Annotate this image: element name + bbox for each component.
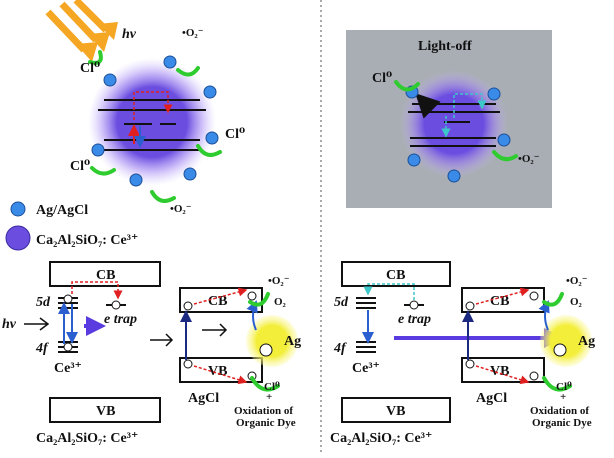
cl0-band-left: Cl⁰ <box>264 381 280 393</box>
ag-glow <box>246 315 298 367</box>
cyan-detrap-arrow <box>453 93 487 118</box>
level-5d-label-r: 5d <box>334 295 349 310</box>
hv-label: hν <box>122 27 137 42</box>
o2-radical-dark-label: •O₂⁻ <box>518 153 540 165</box>
ag-hole <box>259 343 273 357</box>
phosphor-sphere <box>88 58 216 186</box>
level-4f-label: 4f <box>35 341 49 356</box>
bracket-o2-left <box>248 292 270 307</box>
electron-trap-r <box>409 300 419 310</box>
cb-red-arrow-left <box>193 287 248 305</box>
bracket-dark-1 <box>394 80 420 92</box>
bracket-cl-left <box>250 376 280 392</box>
yellow-emit-arrow <box>415 93 441 119</box>
agcl-cb-electron-r <box>247 291 257 301</box>
host-formula-label-r: Ca₂Al₂SiO₇: Ce³⁺ <box>330 431 432 446</box>
cl0-band-right: Cl⁰ <box>556 381 572 393</box>
vb-red-arrow-left <box>193 365 248 385</box>
agcl-cb-label: CB <box>208 294 227 309</box>
level-5d-label: 5d <box>36 295 51 310</box>
host-vb-label: VB <box>96 404 115 419</box>
o2-radical-band-right: •O₂⁻ <box>566 275 588 287</box>
electron-5d <box>63 294 73 304</box>
o2-radical-label-bottom: •O₂⁻ <box>170 203 192 215</box>
ce3-label: Ce³⁺ <box>54 361 82 376</box>
agcl-hole <box>183 359 193 369</box>
hv-arrow-icon <box>24 317 50 331</box>
agcl-label-left: AgCl <box>188 391 219 406</box>
cl0-label-2: Cl⁰ <box>225 127 245 142</box>
legend-host: Ca₂Al₂SiO₇: Ce³⁺ <box>36 233 138 248</box>
e-trap-label-r: e trap <box>398 312 431 327</box>
o2-band-left: O₂ <box>274 296 287 308</box>
electron-trap <box>111 300 121 310</box>
oxidation-line2-left: Organic Dye <box>236 417 296 429</box>
agcl-electron <box>183 301 193 311</box>
host-vb-label-r: VB <box>386 404 405 419</box>
plus-left: + <box>266 391 272 403</box>
cb-red-arrow-right <box>475 287 530 305</box>
o2-radical-label-top: •O₂⁻ <box>182 27 204 39</box>
ag-label: Ag <box>284 334 301 349</box>
oxidation-line1-right: Oxidation of <box>530 405 589 417</box>
agcl-cb-box-r <box>461 287 545 313</box>
agcl-vb-hole-r2 <box>529 371 539 381</box>
cl0-label-3: Cl⁰ <box>70 159 90 174</box>
host-cb-label-r: CB <box>386 268 405 283</box>
cl0-label-1: Cl⁰ <box>80 61 100 76</box>
host-vb-box <box>49 397 161 423</box>
ag-particles-dark <box>405 85 511 183</box>
ag-glow-r <box>540 315 592 367</box>
oxidation-line2-right: Organic Dye <box>532 417 592 429</box>
bracket-icons <box>88 50 222 203</box>
o2-radical-band-left: •O₂⁻ <box>268 275 290 287</box>
ce3-label-r: Ce³⁺ <box>352 361 380 376</box>
light-off-label: Light-off <box>418 39 472 54</box>
ag-particles <box>91 55 219 187</box>
legend-ag-icon <box>10 201 26 217</box>
host-vb-box-r <box>341 397 451 423</box>
agcl-hole-r <box>465 359 475 369</box>
cl0-dark-label: Cl⁰ <box>372 71 392 86</box>
level-4f-label-r: 4f <box>333 341 347 356</box>
agcl-cb-label-r: CB <box>490 294 509 309</box>
hole-4f <box>63 342 73 352</box>
trap-transfer-arrow <box>71 281 123 300</box>
bracket-dark-2 <box>492 150 518 162</box>
o2-band-right: O₂ <box>570 296 583 308</box>
hv-band-label: hν <box>2 317 17 332</box>
vb-red-arrow-right <box>475 365 530 385</box>
agcl-label-right: AgCl <box>476 391 507 406</box>
plus-right: + <box>560 391 566 403</box>
agcl-electron-r <box>465 301 475 311</box>
legend-ag-agcl: Ag/AgCl <box>36 203 88 218</box>
host-formula-label: Ca₂Al₂SiO₇: Ce³⁺ <box>36 431 138 446</box>
legend-host-icon <box>5 225 31 251</box>
oxidation-line1-left: Oxidation of <box>234 405 293 417</box>
bracket-o2-right <box>542 292 564 307</box>
red-transfer-arrow <box>133 91 173 120</box>
cyan-detrap-band <box>363 283 415 300</box>
ag-hole-r <box>553 343 567 357</box>
ag-label-r: Ag <box>578 334 595 349</box>
e-trap-label: e trap <box>104 312 137 327</box>
agcl-cb-electron-r2 <box>529 291 539 301</box>
light-beam-icon <box>45 0 118 62</box>
host-cb-label: CB <box>96 268 115 283</box>
host-cb-box-r <box>341 261 451 287</box>
bracket-cl-right <box>542 376 572 392</box>
transfer-arrow-2 <box>202 323 228 337</box>
transfer-arrow-1 <box>150 333 174 347</box>
